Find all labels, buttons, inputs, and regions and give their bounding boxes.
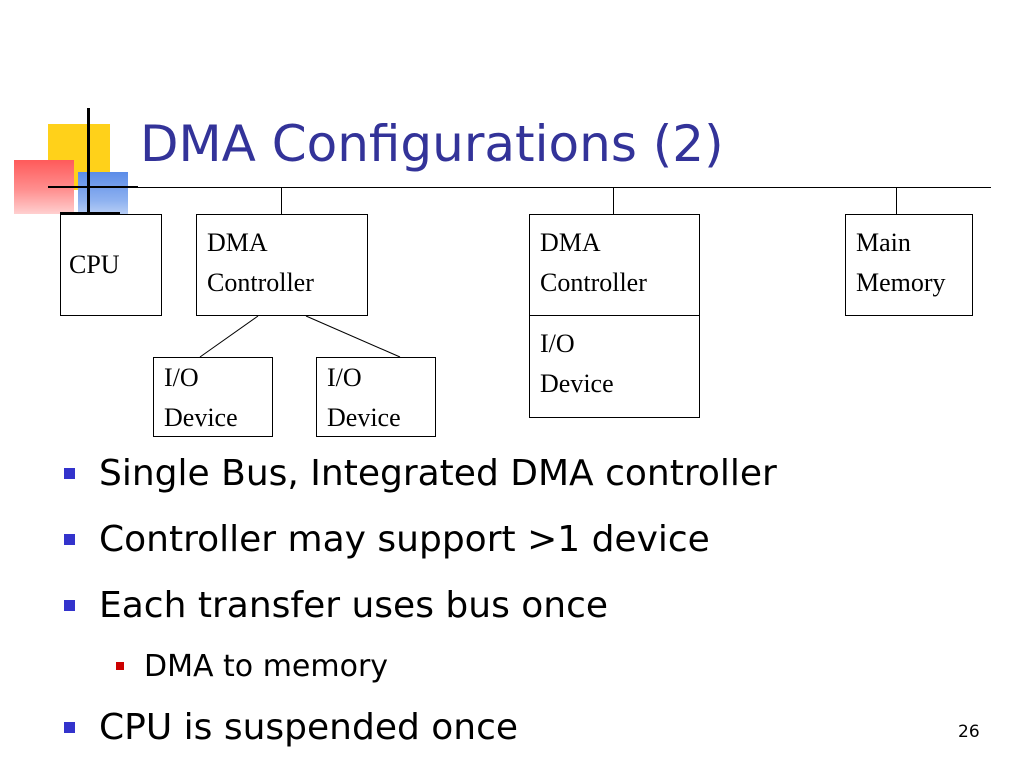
connector-line-io-device-1	[199, 315, 259, 358]
system-bus-line	[90, 187, 991, 188]
bullet-text: Single Bus, Integrated DMA controller	[99, 452, 777, 494]
bullet-text: CPU is suspended once	[99, 706, 519, 748]
page-number: 26	[958, 722, 980, 742]
io-device-box-1: I/O Device	[153, 357, 273, 437]
main-memory-box: Main Memory	[845, 214, 973, 316]
sub-bullet-square-icon	[116, 662, 124, 670]
cpu-box: CPU	[60, 214, 162, 316]
bus-connector-main-memory	[896, 187, 897, 214]
decorative-horizontal-line-lower	[60, 212, 120, 214]
bullet-item: Controller may support >1 device	[64, 506, 777, 572]
io-device-box-2: I/O Device	[316, 357, 436, 437]
bullet-text: Each transfer uses bus once	[99, 584, 609, 626]
connector-line-io-device-2	[305, 315, 401, 358]
bullet-square-icon	[64, 721, 75, 733]
bullet-list: Single Bus, Integrated DMA controller Co…	[64, 440, 777, 760]
bullet-square-icon	[64, 467, 75, 479]
bullet-square-icon	[64, 599, 75, 611]
sub-bullet-text: DMA to memory	[144, 648, 389, 684]
bus-connector-dma-controller-1	[281, 187, 282, 214]
bullet-item: Single Bus, Integrated DMA controller	[64, 440, 777, 506]
bullet-item: Each transfer uses bus once	[64, 572, 777, 638]
dma-controller-box-1: DMA Controller	[196, 214, 368, 316]
slide-title: DMA Configurations (2)	[140, 115, 724, 173]
sub-bullet-item: DMA to memory	[64, 638, 777, 694]
bullet-text: Controller may support >1 device	[99, 518, 710, 560]
bullet-square-icon	[64, 533, 75, 545]
decorative-vertical-line	[87, 108, 90, 228]
bus-connector-dma-controller-2	[613, 187, 614, 214]
bullet-item: CPU is suspended once	[64, 694, 777, 760]
io-device-box-3: I/O Device	[529, 315, 700, 418]
dma-controller-box-2: DMA Controller	[529, 214, 700, 316]
